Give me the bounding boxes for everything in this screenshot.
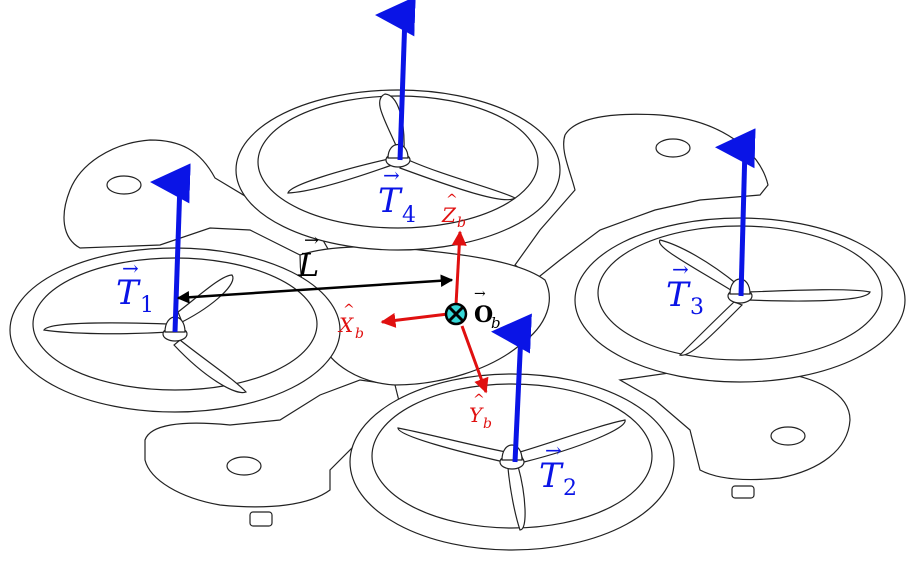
thrust-subscript: 2 [563, 476, 577, 501]
thrust-arrow-3 [715, 128, 756, 297]
axis-symbol: Y [469, 403, 484, 427]
propeller-blade [659, 239, 739, 293]
vector-arrow-glyph: → [474, 286, 486, 302]
thrust-subscript: 1 [140, 293, 154, 318]
thrust-label-2: → T 2 [539, 438, 577, 501]
mount-hole [106, 175, 142, 195]
thrust-subscript: 3 [690, 295, 704, 320]
propeller-blade [747, 289, 871, 302]
origin-label: → O b [474, 286, 501, 332]
frame-arm-lower-left [144, 379, 401, 508]
vector-arrow-glyph: → [304, 230, 319, 251]
axis-subscript: b [355, 326, 364, 342]
axis-symbol: X [337, 313, 354, 337]
propeller-blade [397, 427, 507, 463]
vector-arrow-glyph: → [383, 163, 400, 187]
propeller-blade [43, 322, 171, 335]
propeller-blade [287, 157, 394, 194]
frame-body [63, 113, 851, 527]
vector-arrow-glyph: → [122, 256, 139, 280]
thrust-label-1: → T 1 [116, 256, 154, 318]
thrust-symbol: T [666, 275, 691, 315]
arm-length-vector [176, 274, 454, 304]
hat-glyph: ^ [446, 192, 458, 208]
frame-arm-upper-left [63, 139, 342, 272]
origin-marker [444, 302, 468, 326]
thrust-subscript: 4 [402, 203, 416, 228]
propeller-blade [399, 157, 517, 201]
propeller-blade [379, 93, 405, 151]
propeller-blade [519, 419, 626, 463]
propeller-blade [173, 339, 248, 394]
vector-arrow-glyph: → [545, 438, 562, 462]
propeller-blade [678, 301, 744, 356]
axis-z-arrow [451, 230, 467, 306]
thrust-symbol: T [116, 273, 141, 313]
axis-symbol: Z [441, 203, 457, 227]
thrust-label-4: → T 4 [378, 163, 416, 228]
frame-arm-lower-right [618, 369, 851, 481]
landing-peg [249, 511, 273, 527]
rotor-4 [235, 89, 561, 251]
thrust-arrow-2 [491, 313, 532, 463]
thrust-vectors [150, 0, 756, 463]
hat-glyph: ^ [473, 392, 485, 408]
thrust-arrow-4 [375, 0, 416, 161]
axis-subscript: b [483, 416, 492, 432]
axis-x-arrow [380, 312, 449, 328]
axis-z-label: ^ Z b [441, 192, 466, 231]
origin-symbol: O [474, 302, 493, 328]
thrust-arrow-1 [150, 163, 191, 333]
mount-hole [770, 426, 806, 446]
rotor-2 [349, 373, 675, 551]
origin-subscript: b [491, 314, 501, 332]
thrust-symbol: T [539, 456, 564, 496]
thrust-symbol: T [378, 181, 403, 221]
axis-y-arrow [460, 325, 489, 394]
propeller-blade [507, 465, 526, 531]
mount-hole [655, 138, 691, 158]
body-axes [380, 230, 489, 394]
thrust-label-3: → T 3 [666, 257, 704, 320]
axis-y-label: ^ Y b [469, 392, 492, 432]
length-symbol: L [297, 246, 319, 284]
arm-length-label: → L [297, 230, 319, 284]
axis-x-label: ^ X b [337, 302, 364, 342]
mount-hole [226, 456, 262, 476]
landing-peg [731, 485, 755, 499]
axis-subscript: b [457, 215, 466, 231]
vector-arrow-glyph: → [672, 257, 689, 281]
hat-glyph: ^ [343, 302, 355, 318]
